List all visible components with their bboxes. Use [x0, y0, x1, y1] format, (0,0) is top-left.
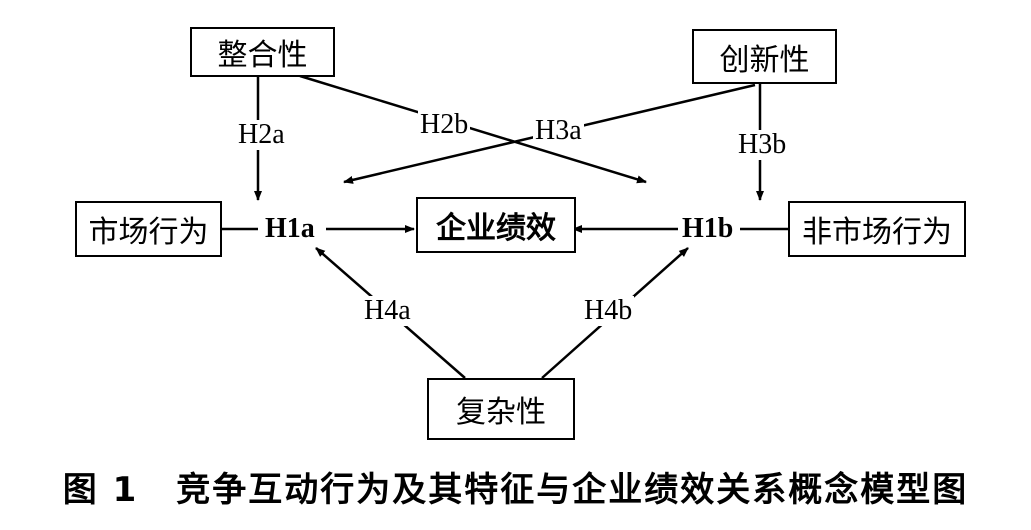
label-h3b: H3b: [736, 129, 789, 160]
label-h1a: H1a: [263, 213, 317, 244]
node-integration: 整合性: [190, 27, 335, 77]
figure-title: 竞争互动行为及其特征与企业绩效关系概念模型图: [176, 470, 969, 510]
label-h4a: H4a: [362, 295, 413, 326]
figure-number: 图 1: [62, 470, 139, 510]
label-h4b: H4b: [582, 295, 635, 326]
node-integration-label: 整合性: [217, 38, 308, 73]
node-nonmarket-behavior: 非市场行为: [788, 201, 966, 257]
label-h2b: H2b: [418, 109, 471, 140]
node-market-behavior-label: 市场行为: [88, 215, 209, 250]
node-market-behavior: 市场行为: [75, 201, 222, 257]
node-nonmarket-behavior-label: 非市场行为: [802, 215, 952, 250]
figure-caption: 图 1 竞争互动行为及其特征与企业绩效关系概念模型图: [0, 462, 1031, 511]
arrow-h2b: [299, 74, 647, 184]
node-innovation-label: 创新性: [719, 42, 810, 78]
node-innovation: 创新性: [692, 29, 837, 84]
label-h2a: H2a: [236, 119, 287, 150]
node-complexity-label: 复杂性: [456, 395, 546, 430]
node-firm-performance-label: 企业绩效: [436, 211, 556, 246]
node-firm-performance: 企业绩效: [416, 197, 576, 253]
label-h1b: H1b: [680, 213, 736, 244]
node-complexity: 复杂性: [427, 378, 575, 440]
label-h3a: H3a: [533, 115, 584, 146]
